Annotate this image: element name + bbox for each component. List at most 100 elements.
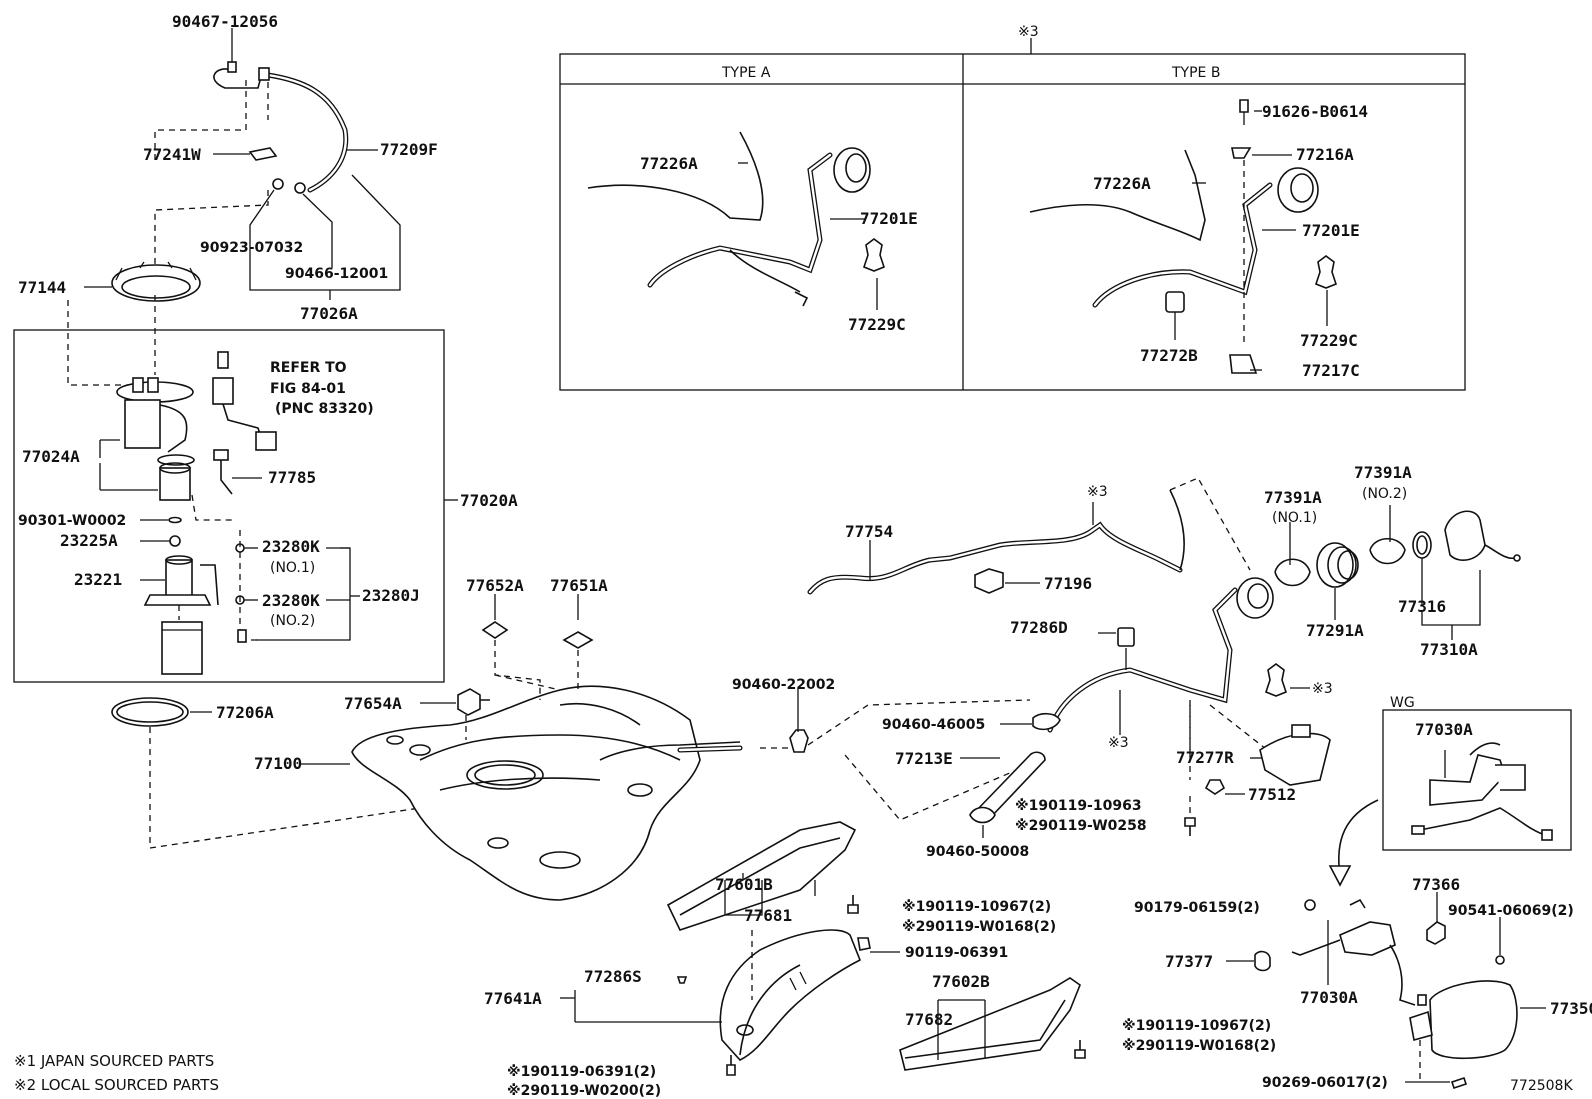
label-77286S: 77286S bbox=[584, 967, 642, 986]
label-77241W: 77241W bbox=[143, 145, 201, 164]
tank-band-front bbox=[666, 821, 900, 953]
fuel-pump-assy-box bbox=[13, 329, 445, 683]
label-23221: 23221 bbox=[74, 570, 122, 589]
label-77602B: 77602B bbox=[932, 972, 990, 991]
label-23280K-no1-sub: (NO.1) bbox=[270, 560, 315, 576]
label-90119-06391-2: ※190119-06391(2) bbox=[507, 1064, 656, 1080]
label-77377: 77377 bbox=[1165, 952, 1213, 971]
label-77030A-wg: 77030A bbox=[1415, 720, 1473, 739]
marker-3-b: ※3 bbox=[1312, 681, 1333, 697]
refer-to-line2: FIG 84-01 bbox=[270, 381, 346, 397]
clip-77229C-b bbox=[1315, 255, 1337, 289]
label-77217C: 77217C bbox=[1302, 361, 1360, 380]
pad-77652A bbox=[481, 621, 509, 639]
label-77391A-no1-sub: (NO.1) bbox=[1272, 510, 1317, 526]
label-90119-W0200: ※290119-W0200(2) bbox=[507, 1083, 661, 1099]
nut-90179 bbox=[1304, 899, 1316, 911]
label-23280K-no1: 23280K bbox=[262, 537, 320, 556]
label-90541-06069: 90541-06069(2) bbox=[1448, 903, 1574, 919]
label-90467-12056: 90467-12056 bbox=[172, 12, 278, 31]
label-90119-10963: ※190119-10963 bbox=[1015, 798, 1142, 814]
actuator-77377 bbox=[1254, 950, 1271, 972]
fuel-lid-77350 bbox=[1429, 980, 1518, 1060]
label-77226A-type-b: 77226A bbox=[1093, 174, 1151, 193]
label-90119-10967-a: ※190119-10967(2) bbox=[902, 899, 1051, 915]
label-77277R: 77277R bbox=[1176, 748, 1234, 767]
label-90119-10967-b: ※190119-10967(2) bbox=[1122, 1018, 1271, 1034]
label-77209F: 77209F bbox=[380, 140, 438, 159]
fuel-pump-assembly bbox=[67, 295, 360, 675]
label-90119-W0168-a: ※290119-W0168(2) bbox=[902, 919, 1056, 935]
footnote-japan-sourced: ※1 JAPAN SOURCED PARTS bbox=[14, 1052, 214, 1070]
seal-77291A bbox=[1316, 542, 1354, 588]
footnote-local-sourced: ※2 LOCAL SOURCED PARTS bbox=[14, 1076, 219, 1094]
label-77216A: 77216A bbox=[1296, 145, 1354, 164]
protector-77641A bbox=[560, 929, 862, 1061]
tank-band-rear bbox=[726, 977, 1086, 1076]
label-77226A-type-a: 77226A bbox=[640, 154, 698, 173]
label-91626-B0614: 91626-B0614 bbox=[1262, 102, 1368, 121]
label-90301-W0002: 90301-W0002 bbox=[18, 513, 126, 529]
label-77144: 77144 bbox=[18, 278, 66, 297]
pad-77654A bbox=[457, 688, 481, 716]
clamp-77216A bbox=[1231, 147, 1252, 159]
clamp-77286D bbox=[1117, 627, 1135, 647]
label-77201E-type-a: 77201E bbox=[860, 209, 918, 228]
label-77350: 77350 bbox=[1550, 999, 1592, 1018]
label-90923-07032: 90923-07032 bbox=[200, 240, 303, 256]
label-90119-W0258: ※290119-W0258 bbox=[1015, 818, 1147, 834]
label-23280K-no2-sub: (NO.2) bbox=[270, 613, 315, 629]
lock-ring-77144 bbox=[84, 261, 201, 302]
label-77030A: 77030A bbox=[1300, 988, 1358, 1007]
filler-pipe-center bbox=[1047, 577, 1331, 795]
label-77651A: 77651A bbox=[550, 576, 608, 595]
bolt-90119-10967-a bbox=[847, 895, 859, 914]
label-77026A: 77026A bbox=[300, 304, 358, 323]
refer-to-line3: (PNC 83320) bbox=[275, 401, 374, 417]
valve-77196 bbox=[974, 568, 1040, 594]
label-77785: 77785 bbox=[268, 468, 316, 487]
label-90460-22002: 90460-22002 bbox=[732, 677, 835, 693]
label-77286D: 77286D bbox=[1010, 618, 1068, 637]
label-77310A: 77310A bbox=[1420, 640, 1478, 659]
spring-77366 bbox=[1426, 921, 1446, 945]
cap-77310A bbox=[1444, 510, 1486, 561]
marker-3-c: ※3 bbox=[1108, 735, 1129, 751]
label-23280J: 23280J bbox=[362, 586, 420, 605]
refer-to-line1: REFER TO bbox=[270, 360, 347, 376]
label-90460-50008: 90460-50008 bbox=[926, 844, 1029, 860]
screw-90269 bbox=[1450, 1076, 1468, 1090]
pad-77651A bbox=[562, 631, 594, 649]
label-90460-46005: 90460-46005 bbox=[882, 717, 985, 733]
type-a-heading: TYPE A bbox=[721, 65, 771, 81]
lock-77030A bbox=[1339, 921, 1396, 956]
label-77391A-no1: 77391A bbox=[1264, 488, 1322, 507]
fuel-lid-parts bbox=[1226, 892, 1546, 1090]
label-77024A: 77024A bbox=[22, 447, 80, 466]
label-77213E: 77213E bbox=[895, 749, 953, 768]
gasket-77206A bbox=[111, 697, 421, 849]
label-77206A: 77206A bbox=[216, 703, 274, 722]
breather-hose-77754 bbox=[807, 477, 1251, 595]
wg-label: WG bbox=[1390, 695, 1415, 711]
label-77100: 77100 bbox=[254, 754, 302, 773]
label-77366: 77366 bbox=[1412, 875, 1460, 894]
label-77229C-type-b: 77229C bbox=[1300, 331, 1358, 350]
clamp-77241W bbox=[248, 147, 278, 161]
clip-90467 bbox=[227, 61, 237, 73]
label-77641A: 77641A bbox=[484, 989, 542, 1008]
clip-77229C-a bbox=[863, 238, 885, 272]
marker-3-a: ※3 bbox=[1087, 484, 1108, 500]
bracket-77277R bbox=[1259, 732, 1331, 786]
bolt-90119-10963 bbox=[1184, 817, 1196, 836]
bolt-90119-10967-b bbox=[1074, 1040, 1086, 1059]
label-77391A-no2: 77391A bbox=[1354, 463, 1412, 482]
label-77512: 77512 bbox=[1248, 785, 1296, 804]
type-b-heading: TYPE B bbox=[1171, 65, 1220, 81]
label-90179-06159: 90179-06159(2) bbox=[1134, 900, 1260, 916]
label-77754: 77754 bbox=[845, 522, 893, 541]
label-23225A: 23225A bbox=[60, 531, 118, 550]
label-90269-06017: 90269-06017(2) bbox=[1262, 1075, 1388, 1091]
